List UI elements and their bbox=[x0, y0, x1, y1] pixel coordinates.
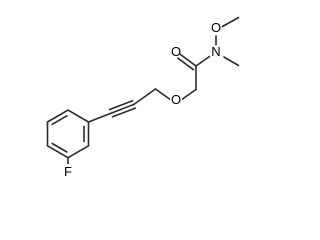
alkyne-triple-bond bbox=[108, 99, 137, 118]
aryl-alkyne-bond bbox=[87, 112, 112, 123]
chemical-structure-diagram: F O O N O bbox=[46, 16, 240, 179]
nitrogen-methyl-bond bbox=[223, 56, 240, 67]
carbonyl-bond-line-2 bbox=[177, 57, 195, 71]
ether-oxygen-ch2-bond bbox=[181, 88, 197, 100]
ch2-ether-oxygen-bond bbox=[154, 88, 171, 100]
ring-double-bond-inner-1 bbox=[51, 115, 68, 126]
fluorine-atom-label: F bbox=[64, 164, 72, 179]
ether-oxygen-atom-label: O bbox=[171, 92, 181, 107]
carbonyl-double-bond bbox=[177, 53, 197, 71]
triple-bond-upper bbox=[108, 99, 134, 111]
methoxy-oxygen-atom-label: O bbox=[211, 20, 221, 35]
carbonyl-oxygen-atom-label: O bbox=[171, 44, 181, 59]
benzene-ring bbox=[46, 109, 90, 159]
triple-bond-center bbox=[110, 103, 135, 114]
nitrogen-atom-label: N bbox=[211, 44, 220, 59]
ring-double-bond-inner-2 bbox=[51, 142, 68, 153]
ring-bond-2 bbox=[46, 109, 69, 123]
carbonyl-nitrogen-bond bbox=[195, 55, 211, 67]
ring-bond-5 bbox=[67, 145, 90, 159]
carbonyl-bond-line-1 bbox=[179, 53, 197, 67]
ring-bond-4 bbox=[46, 145, 69, 159]
triple-bond-lower bbox=[111, 107, 137, 118]
oxygen-methyl-bond bbox=[221, 16, 240, 28]
ring-bond-1 bbox=[67, 109, 90, 123]
alkyne-ch2-bond bbox=[133, 88, 157, 106]
